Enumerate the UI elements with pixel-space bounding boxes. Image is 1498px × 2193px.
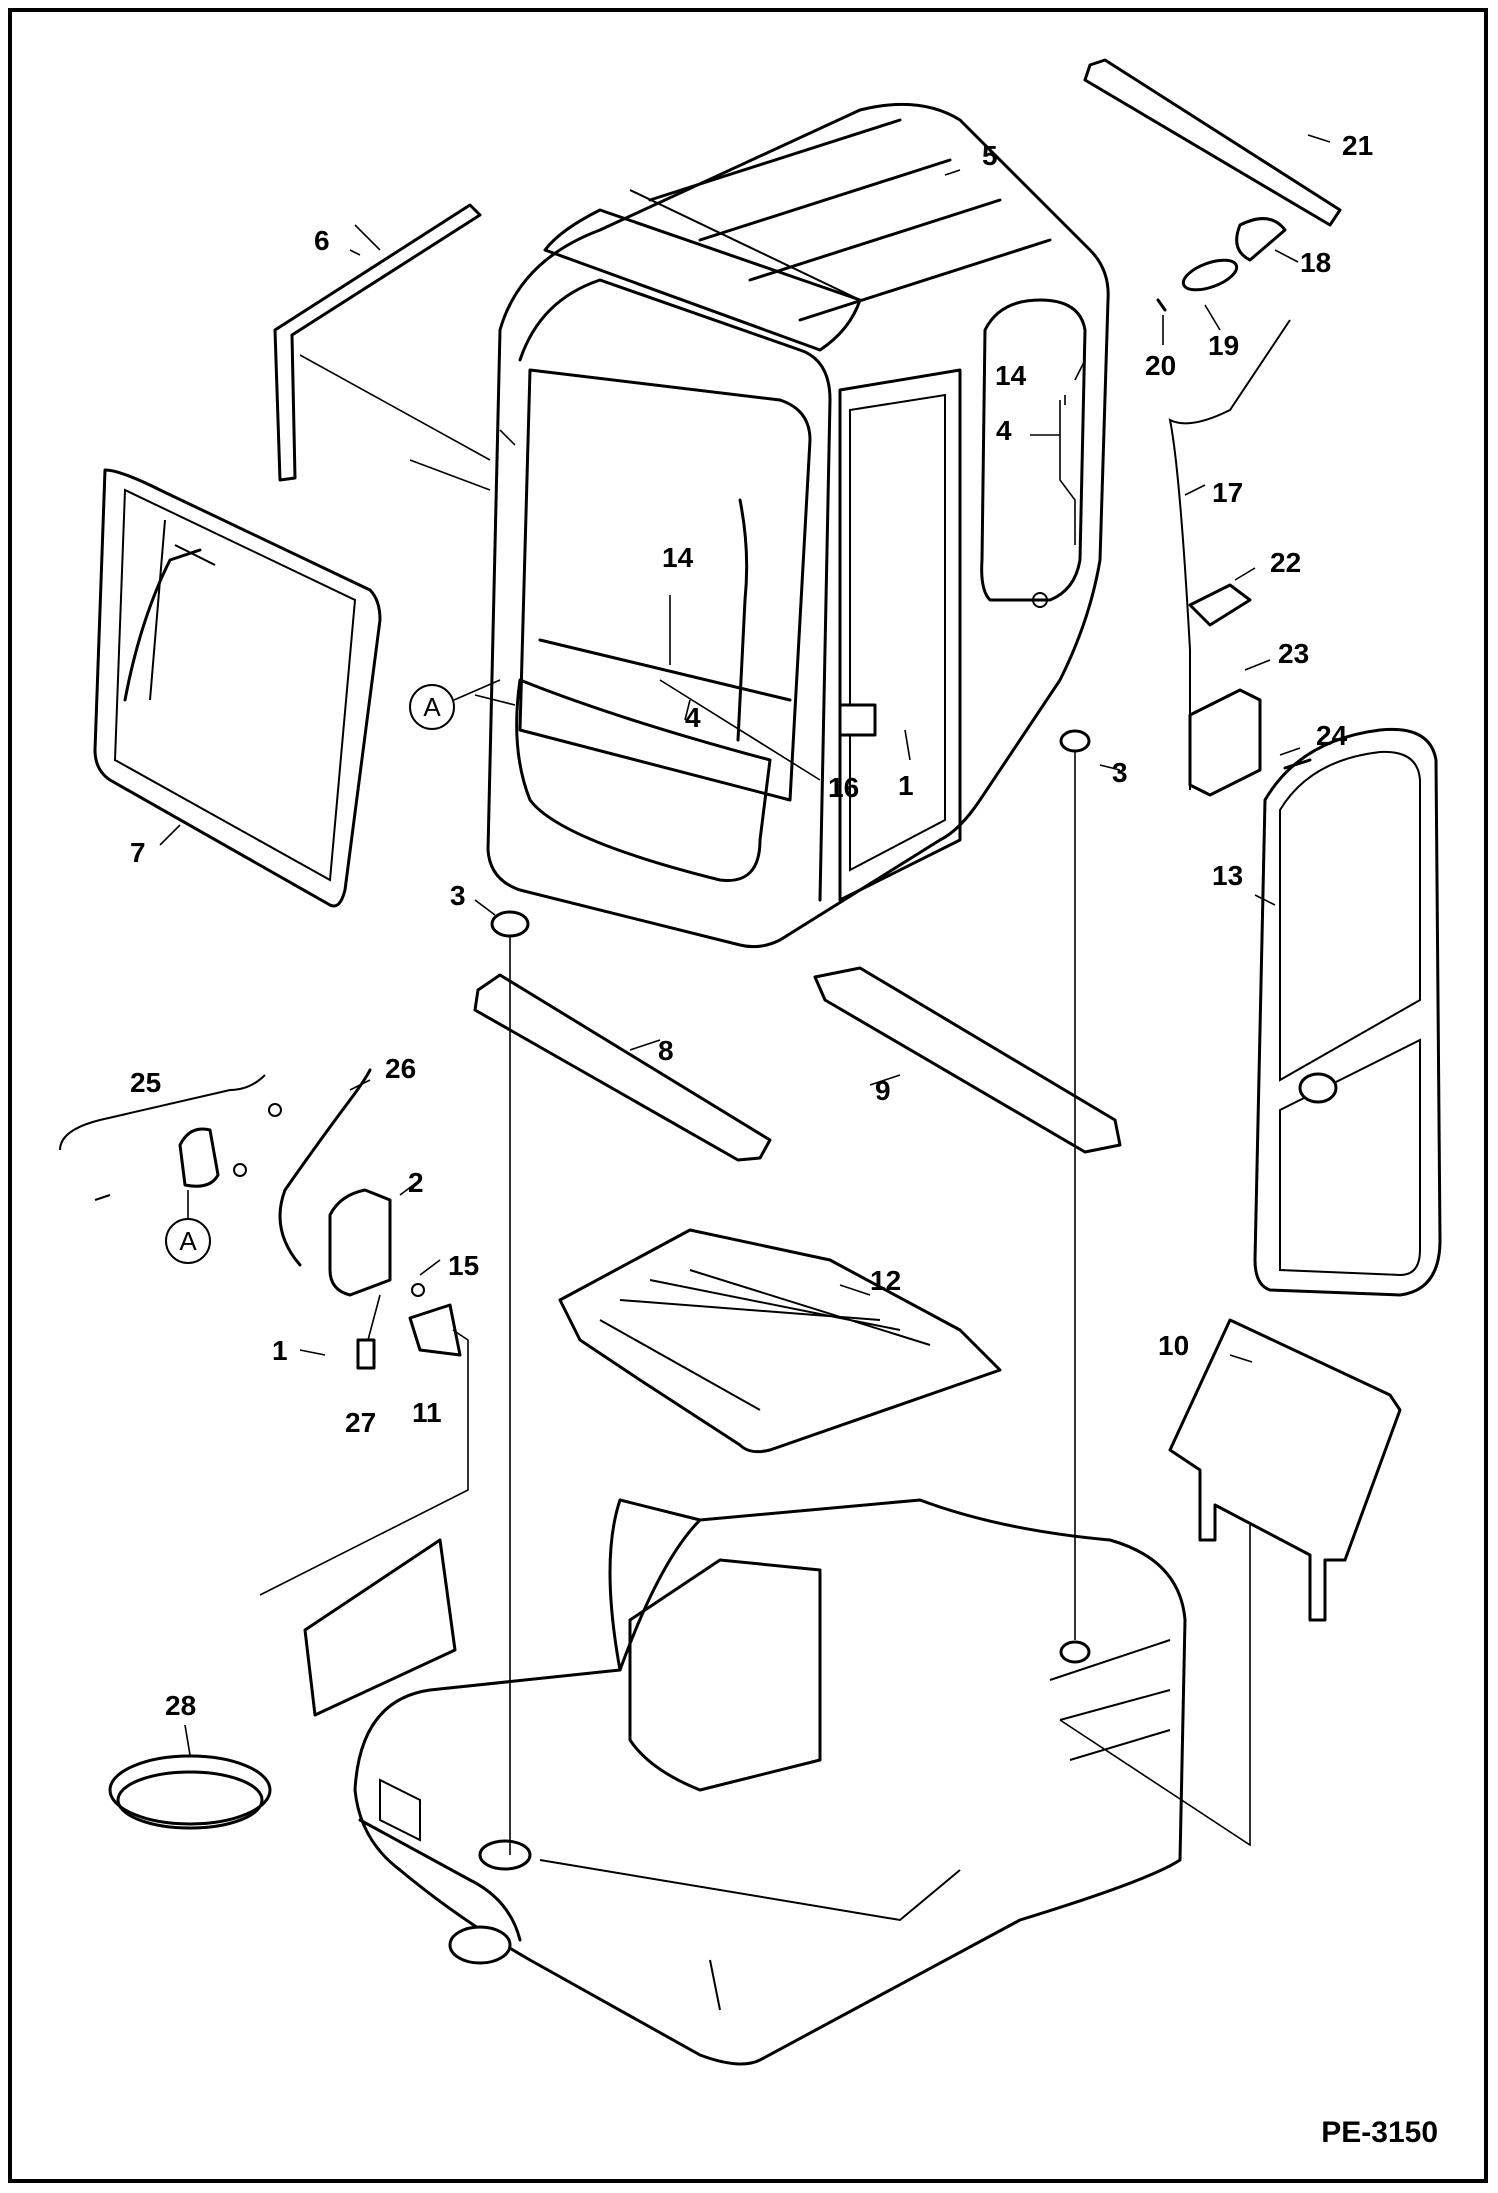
callout-13: 13 bbox=[1212, 860, 1243, 891]
callout-2: 2 bbox=[408, 1167, 424, 1198]
callout-1b: 1 bbox=[272, 1335, 288, 1366]
callout-1a: 1 bbox=[898, 770, 914, 801]
callout-3a: 3 bbox=[450, 880, 466, 911]
mounting-plate bbox=[303, 1538, 457, 1717]
reference-marker-a-lower: A bbox=[165, 1218, 211, 1264]
door-part-13 bbox=[1253, 727, 1442, 1297]
reservoir-part-2 bbox=[328, 1188, 392, 1297]
callout-3b: 3 bbox=[1112, 757, 1128, 788]
seal-strip-part-6 bbox=[273, 203, 482, 482]
drawing-code: PE-3150 bbox=[1321, 2116, 1438, 2149]
callout-28: 28 bbox=[165, 1690, 196, 1721]
callout-15: 15 bbox=[448, 1250, 479, 1281]
drawing-border bbox=[8, 8, 1488, 2183]
part-20 bbox=[1156, 298, 1167, 312]
callout-23: 23 bbox=[1278, 638, 1309, 669]
mount-parts-3 bbox=[490, 729, 1091, 938]
cover-part-10 bbox=[1168, 1318, 1402, 1622]
callout-16: 16 bbox=[828, 772, 859, 803]
reference-marker-a-lower-text: A bbox=[179, 1226, 197, 1256]
callout-24: 24 bbox=[1316, 720, 1348, 751]
reference-marker-a-upper-text: A bbox=[423, 692, 441, 722]
callout-14b: 14 bbox=[662, 542, 694, 573]
cab-part-5 bbox=[486, 102, 1110, 949]
bracket-part-27 bbox=[356, 1338, 376, 1370]
main-frame-base bbox=[353, 1498, 1187, 2066]
nozzle-assembly-part-25 bbox=[59, 1074, 282, 1201]
callout-12: 12 bbox=[870, 1265, 901, 1296]
callout-26: 26 bbox=[385, 1053, 416, 1084]
callout-21: 21 bbox=[1342, 130, 1373, 161]
wiring-parts-17 bbox=[1168, 319, 1291, 790]
screw-part-24 bbox=[1283, 758, 1312, 770]
callout-20: 20 bbox=[1145, 350, 1176, 381]
callout-5: 5 bbox=[982, 140, 998, 171]
callout-9: 9 bbox=[875, 1075, 891, 1106]
cover-part-22 bbox=[1188, 583, 1252, 627]
hose-part-26 bbox=[278, 1068, 372, 1267]
bracket-part-11 bbox=[408, 1303, 462, 1357]
leader-lines bbox=[159, 134, 1331, 1855]
callout-11: 11 bbox=[412, 1397, 442, 1428]
callout-10: 10 bbox=[1158, 1330, 1189, 1361]
callout-labels: 1 1 2 3 3 4 4 5 6 7 8 9 10 11 12 13 14 1… bbox=[130, 130, 1373, 1721]
callout-8: 8 bbox=[658, 1035, 674, 1066]
callout-4b: 4 bbox=[685, 702, 701, 733]
floor-mat-part-12 bbox=[558, 1228, 1002, 1454]
part-19 bbox=[1181, 258, 1239, 292]
callout-27: 27 bbox=[345, 1407, 376, 1438]
callout-25: 25 bbox=[130, 1067, 161, 1098]
part-18 bbox=[1235, 217, 1287, 262]
callout-4a: 4 bbox=[996, 415, 1012, 446]
nut-part-15 bbox=[411, 1283, 425, 1297]
reference-marker-a-upper: A bbox=[409, 684, 455, 730]
bar-part-9 bbox=[813, 966, 1122, 1154]
callout-19: 19 bbox=[1208, 330, 1239, 361]
bar-part-8 bbox=[473, 973, 772, 1162]
callout-18: 18 bbox=[1300, 247, 1331, 278]
box-part-23 bbox=[1188, 688, 1262, 797]
callout-14a: 14 bbox=[995, 360, 1027, 391]
front-window-part-7 bbox=[93, 468, 382, 908]
callout-22: 22 bbox=[1270, 547, 1301, 578]
callout-6: 6 bbox=[314, 225, 330, 256]
rail-part-21 bbox=[1083, 58, 1342, 227]
callout-17: 17 bbox=[1212, 477, 1243, 508]
hose-coil-part-28 bbox=[108, 1754, 272, 1830]
callout-7: 7 bbox=[130, 837, 146, 868]
